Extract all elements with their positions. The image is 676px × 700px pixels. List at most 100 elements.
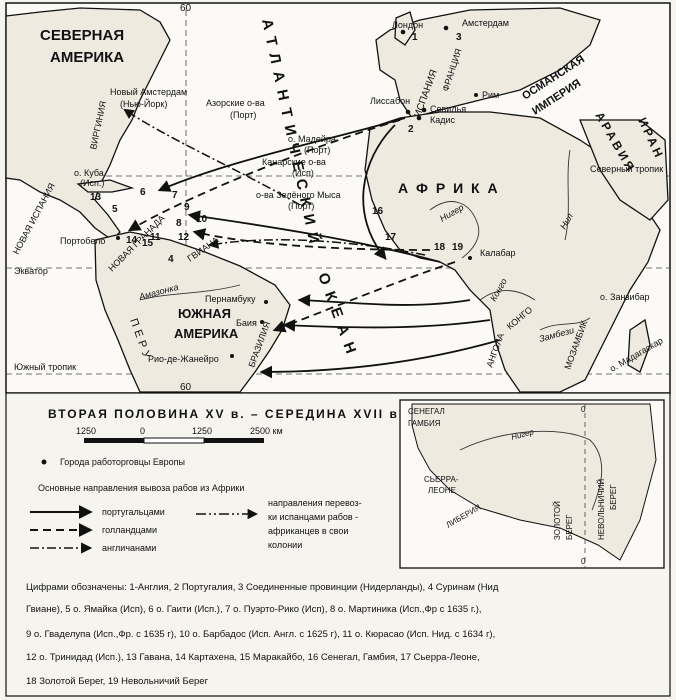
legend-spanish-1: направления перевоз- [268, 498, 362, 508]
portobelo-dot [116, 236, 120, 240]
note-line-3: 9 о. Гваделупа (Исп.,Фр. с 1635 г), 10 о… [26, 629, 495, 640]
arabia-land [579, 119, 669, 221]
legend-cities: Города работорговцы Европы [60, 457, 185, 467]
london-label: Лондон [392, 20, 423, 30]
scale-tick-2500: 2500 км [250, 426, 283, 436]
british-isles [394, 11, 416, 46]
azores-label: Азорские о-ва [206, 98, 265, 108]
marker-6: 6 [140, 187, 146, 198]
legend-portuguese: португальцами [102, 507, 165, 517]
inset-zero-top: 0 [581, 405, 586, 414]
lisbon-label: Лиссабон [370, 96, 410, 106]
pernambuco-label: Пернамбуку [205, 294, 256, 304]
legend-english: англичанами [102, 543, 156, 553]
zanzibar-label: о. Занзибар [600, 292, 650, 302]
calabar-dot [468, 256, 472, 260]
marker-10: 10 [196, 214, 208, 225]
note-line-1: Цифрами обозначены: 1-Англия, 2 Португал… [26, 582, 499, 593]
route-english-africa-caribbean [207, 238, 426, 256]
legend-spanish-4: колонии [268, 540, 302, 550]
route-portuguese-angola-rio [259, 339, 501, 379]
cuba-label: о. Куба [74, 168, 104, 178]
marker-4: 4 [168, 254, 174, 265]
legend-directions: Основные направления вывоза рабов из Афр… [38, 483, 244, 493]
route-english-africa-virginia [123, 108, 301, 206]
marker-7: 7 [172, 190, 178, 201]
marker-5: 5 [112, 204, 118, 215]
rome-dot [474, 93, 478, 97]
amsterdam-label: Амстердам [462, 18, 509, 28]
route-portuguese-lisbon-africa [362, 124, 396, 260]
azores-owner: (Порт) [230, 110, 256, 120]
madeira-owner: (Порт) [304, 145, 330, 155]
marker-13: 13 [90, 192, 102, 203]
inset-zero-bottom: 0 [581, 557, 586, 566]
route-portuguese-calabar-caribbean [187, 210, 441, 263]
lisbon-dot [405, 109, 411, 115]
north-america-label-2: АМЕРИКА [50, 49, 124, 66]
legend-dutch: голландцами [102, 525, 157, 535]
inset-sierra-2: ЛЕОНЕ [428, 486, 456, 495]
route-dutch-europe-virginia [127, 119, 401, 232]
marker-8: 8 [176, 218, 182, 229]
meridian-top-label: 60 [180, 3, 192, 14]
route-portuguese-africa-pernambuco [297, 294, 471, 307]
cape-verde-owner: (Порт) [288, 201, 314, 211]
madagascar-land [627, 318, 651, 373]
new-york-label: (Нью-Йорк) [120, 98, 167, 109]
southern-tropic-label: Южный тропик [14, 362, 76, 372]
legend-city-dot [41, 459, 47, 465]
inset-gold-2: БЕРЕГ [565, 514, 574, 540]
legend-spanish-2: ки испанцами рабов - [268, 512, 358, 522]
new-amsterdam-label: Новый Амстердам [110, 87, 187, 97]
london-dot [400, 29, 406, 35]
route-portuguese-angola-bahia [282, 319, 491, 332]
northern-tropic-label: Северный тропик [590, 164, 663, 174]
cadiz-label: Кадис [430, 115, 456, 125]
note-line-4: 12 о. Тринидад (Исп.), 13 Гавана, 14 Кар… [26, 652, 480, 663]
route-dutch-africa-brazil [272, 261, 456, 333]
cape-verde-label: о-ва Зелёного Мыса [256, 190, 341, 200]
legend-spanish-3: африканцев в свои [268, 526, 348, 536]
niger-river [429, 201, 480, 259]
north-america-land [5, 7, 171, 241]
madeira-label: о. Мадейра [288, 134, 336, 144]
marker-18: 18 [434, 242, 446, 253]
amsterdam-dot [443, 25, 449, 31]
inset-gold-1: ЗОЛОТОЙ [553, 501, 562, 540]
europe-land [375, 7, 601, 119]
inset-west-africa-coast [411, 403, 657, 561]
seville-label: Севилья [430, 104, 466, 114]
marker-11: 11 [150, 232, 161, 243]
south-america-label-1: ЮЖНАЯ [178, 306, 231, 321]
cadiz-dot [416, 115, 422, 121]
pernambuco-dot [264, 300, 268, 304]
inset-senegal: СЕНЕГАЛ [408, 407, 445, 416]
cuba-island [76, 179, 135, 193]
bahia-label: Баия [236, 318, 257, 328]
marker-9: 9 [184, 202, 190, 213]
map-title: ВТОРАЯ ПОЛОВИНА XV в. – СЕРЕДИНА XVII в. [48, 407, 404, 421]
rome-label: Рим [482, 90, 499, 100]
scale-tick-1250-left: 1250 [76, 426, 96, 436]
cuba-owner: (Исп.) [80, 178, 104, 188]
canaries-owner: (Исп) [292, 168, 314, 178]
south-america-label-2: АМЕРИКА [174, 326, 239, 341]
marker-15: 15 [142, 238, 154, 249]
inset-map: СЕНЕГАЛ ГАМБИЯ СЬЕРРА- ЛЕОНЕ ЛИБЕРИЯ Ниг… [399, 399, 665, 569]
nile-river [564, 149, 571, 241]
inset-sierra-1: СЬЕРРА- [424, 475, 459, 484]
meridian-bottom-label: 60 [180, 382, 192, 393]
note-line-2: Гвиане), 5 о. Ямайка (Исп), 6 о. Гаити (… [26, 604, 482, 615]
marker-3: 3 [456, 32, 462, 43]
zambezi-river [539, 317, 591, 331]
marker-17: 17 [385, 232, 397, 243]
scale-tick-1250-right: 1250 [192, 426, 212, 436]
south-america-land [94, 231, 291, 393]
portobelo-label: Портобело [60, 236, 105, 246]
africa-label: А Ф Р И К А [398, 180, 500, 196]
marker-14: 14 [126, 235, 138, 246]
equator-label: Экватор [14, 266, 48, 276]
rio-dot [230, 354, 234, 358]
note-line-5: 18 Золотой Берег, 19 Невольничий Берег [26, 676, 209, 687]
